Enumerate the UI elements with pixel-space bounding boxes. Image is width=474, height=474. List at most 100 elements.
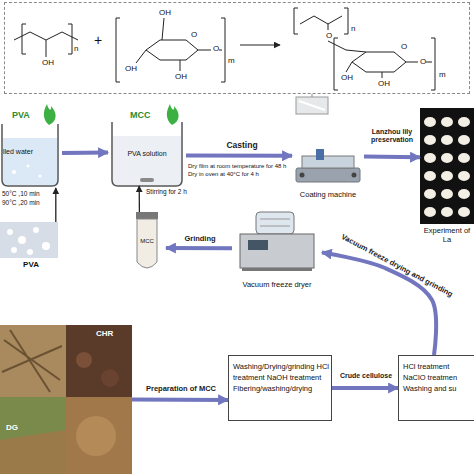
equipment-step: Coating machine xyxy=(292,132,364,202)
illustration-part-part xyxy=(424,135,436,145)
illustration-part-part xyxy=(458,117,470,127)
chemical-structure-part xyxy=(294,8,298,34)
heating-flame xyxy=(44,104,179,125)
edge-label: Casting xyxy=(212,140,272,150)
photo-step: PVA xyxy=(0,222,62,272)
process-box: Washing/Drying/grinding HCl treatment Na… xyxy=(228,355,332,421)
chemical-structure-part xyxy=(406,62,418,63)
material-name: PVA xyxy=(12,110,42,121)
chemical-structure-part xyxy=(22,24,26,54)
illustration-part-part xyxy=(441,207,453,217)
chemical-label: m xyxy=(439,71,446,79)
chemical-structure-part xyxy=(426,62,432,63)
raw-material-photos-part xyxy=(76,352,92,368)
beaker-part xyxy=(112,122,182,186)
chemical-structure-part xyxy=(346,62,352,72)
chemical-label: O xyxy=(420,58,426,66)
flow-arrow xyxy=(166,246,232,250)
film-photo-part xyxy=(296,97,328,114)
freeze-dryer-part xyxy=(260,226,290,227)
chemical-label: O xyxy=(326,32,332,40)
content-label: PVA solution xyxy=(114,150,180,158)
beaker-part xyxy=(12,170,16,174)
chemical-structure-part xyxy=(162,18,164,40)
equipment-step: Vacuum freeze dryer xyxy=(232,210,322,295)
flow-arrow xyxy=(322,253,436,356)
beaker xyxy=(2,124,58,186)
illustration-part-part xyxy=(424,117,436,127)
coating-machine-part xyxy=(300,173,305,178)
heating-flame-part xyxy=(167,104,179,125)
raw-material-photos-part xyxy=(0,397,66,474)
flow-arrow xyxy=(62,151,108,155)
powder-photo-part xyxy=(0,222,58,258)
illustration-part-part xyxy=(441,135,453,145)
beaker-part xyxy=(2,124,58,186)
coating-machine xyxy=(296,149,360,182)
photo-caption: Experiment of La xyxy=(420,226,474,244)
chemical-structure-part xyxy=(68,24,72,54)
coating-machine-part xyxy=(316,149,324,160)
raw-material-photos-part xyxy=(0,430,66,474)
flow-arrow xyxy=(186,154,292,158)
chemical-label: n xyxy=(351,25,355,33)
flow-arrow-thin xyxy=(139,186,140,212)
chemical-structure-part xyxy=(344,8,348,34)
reaction-box: OHn+OHOHOHOOmnOOHOHOOm xyxy=(4,2,470,94)
chemical-label: OH xyxy=(125,65,137,73)
material-name: PVA xyxy=(14,260,48,270)
freeze-dryer-part xyxy=(256,212,294,234)
chemical-structure-part xyxy=(14,32,78,40)
edge-label: Crude cellulose xyxy=(334,372,398,380)
freeze-dryer xyxy=(240,212,314,271)
equipment-name: Coating machine xyxy=(292,190,364,199)
illustration-part-part xyxy=(441,189,453,199)
material-name: MCC xyxy=(130,110,164,121)
raw-material-photos-part xyxy=(101,369,119,387)
illustration-part-part xyxy=(424,153,436,163)
illustration-part-part xyxy=(42,242,50,250)
equipment-name: Vacuum freeze dryer xyxy=(232,280,322,289)
beaker xyxy=(112,122,182,186)
illustration-part-part xyxy=(441,171,453,181)
illustration-part-part xyxy=(424,189,436,199)
process-note: 90°C ,20 min xyxy=(2,199,40,207)
coating-machine-part xyxy=(302,156,354,168)
chemical-structure-part xyxy=(219,50,222,51)
process-note: Dry film at room temperature for 48 h xyxy=(188,163,286,170)
film-photo xyxy=(296,97,328,114)
chemical-structure-part xyxy=(328,24,329,30)
illustration-part-part xyxy=(441,117,453,127)
illustration-part xyxy=(424,117,470,217)
raw-material-photos-part xyxy=(2,330,62,392)
powder-photo xyxy=(0,222,58,258)
illustration-part-part xyxy=(18,236,26,244)
illustration-part-part xyxy=(458,189,470,199)
illustration-part-part xyxy=(458,135,470,145)
chemical-structure-part xyxy=(431,38,435,90)
raw-material-photos-part xyxy=(66,397,132,474)
content-label: lled water xyxy=(3,148,59,156)
photo-tag: CHR xyxy=(96,329,130,339)
chemical-label: O xyxy=(191,31,197,39)
chemical-structure-part xyxy=(382,72,383,78)
illustration-part-part xyxy=(458,171,470,181)
chemical-structure-part xyxy=(116,18,120,82)
process-note: Stirring for 2 h xyxy=(146,188,187,196)
chemical-label: + xyxy=(94,33,102,47)
raw-material-photos-part xyxy=(76,416,116,456)
illustration-part-part xyxy=(424,171,436,181)
chemical-structure-part xyxy=(240,45,280,46)
illustration-part-part xyxy=(441,153,453,163)
illustration-part-part xyxy=(424,207,436,217)
process-steps: HCl treatment NaClO treatmen Washing and… xyxy=(403,362,467,395)
chemical-label: OH xyxy=(175,73,187,81)
heating-flame-part xyxy=(44,104,56,125)
chemical-structure-part xyxy=(180,60,181,71)
chemical-label: OH xyxy=(42,59,54,67)
lily-photo xyxy=(420,108,474,224)
raw-material-photos-part xyxy=(0,325,66,397)
freeze-dryer-part xyxy=(242,268,312,271)
flow-arrow-thin xyxy=(55,188,56,222)
edge-label: Grinding xyxy=(170,234,230,243)
